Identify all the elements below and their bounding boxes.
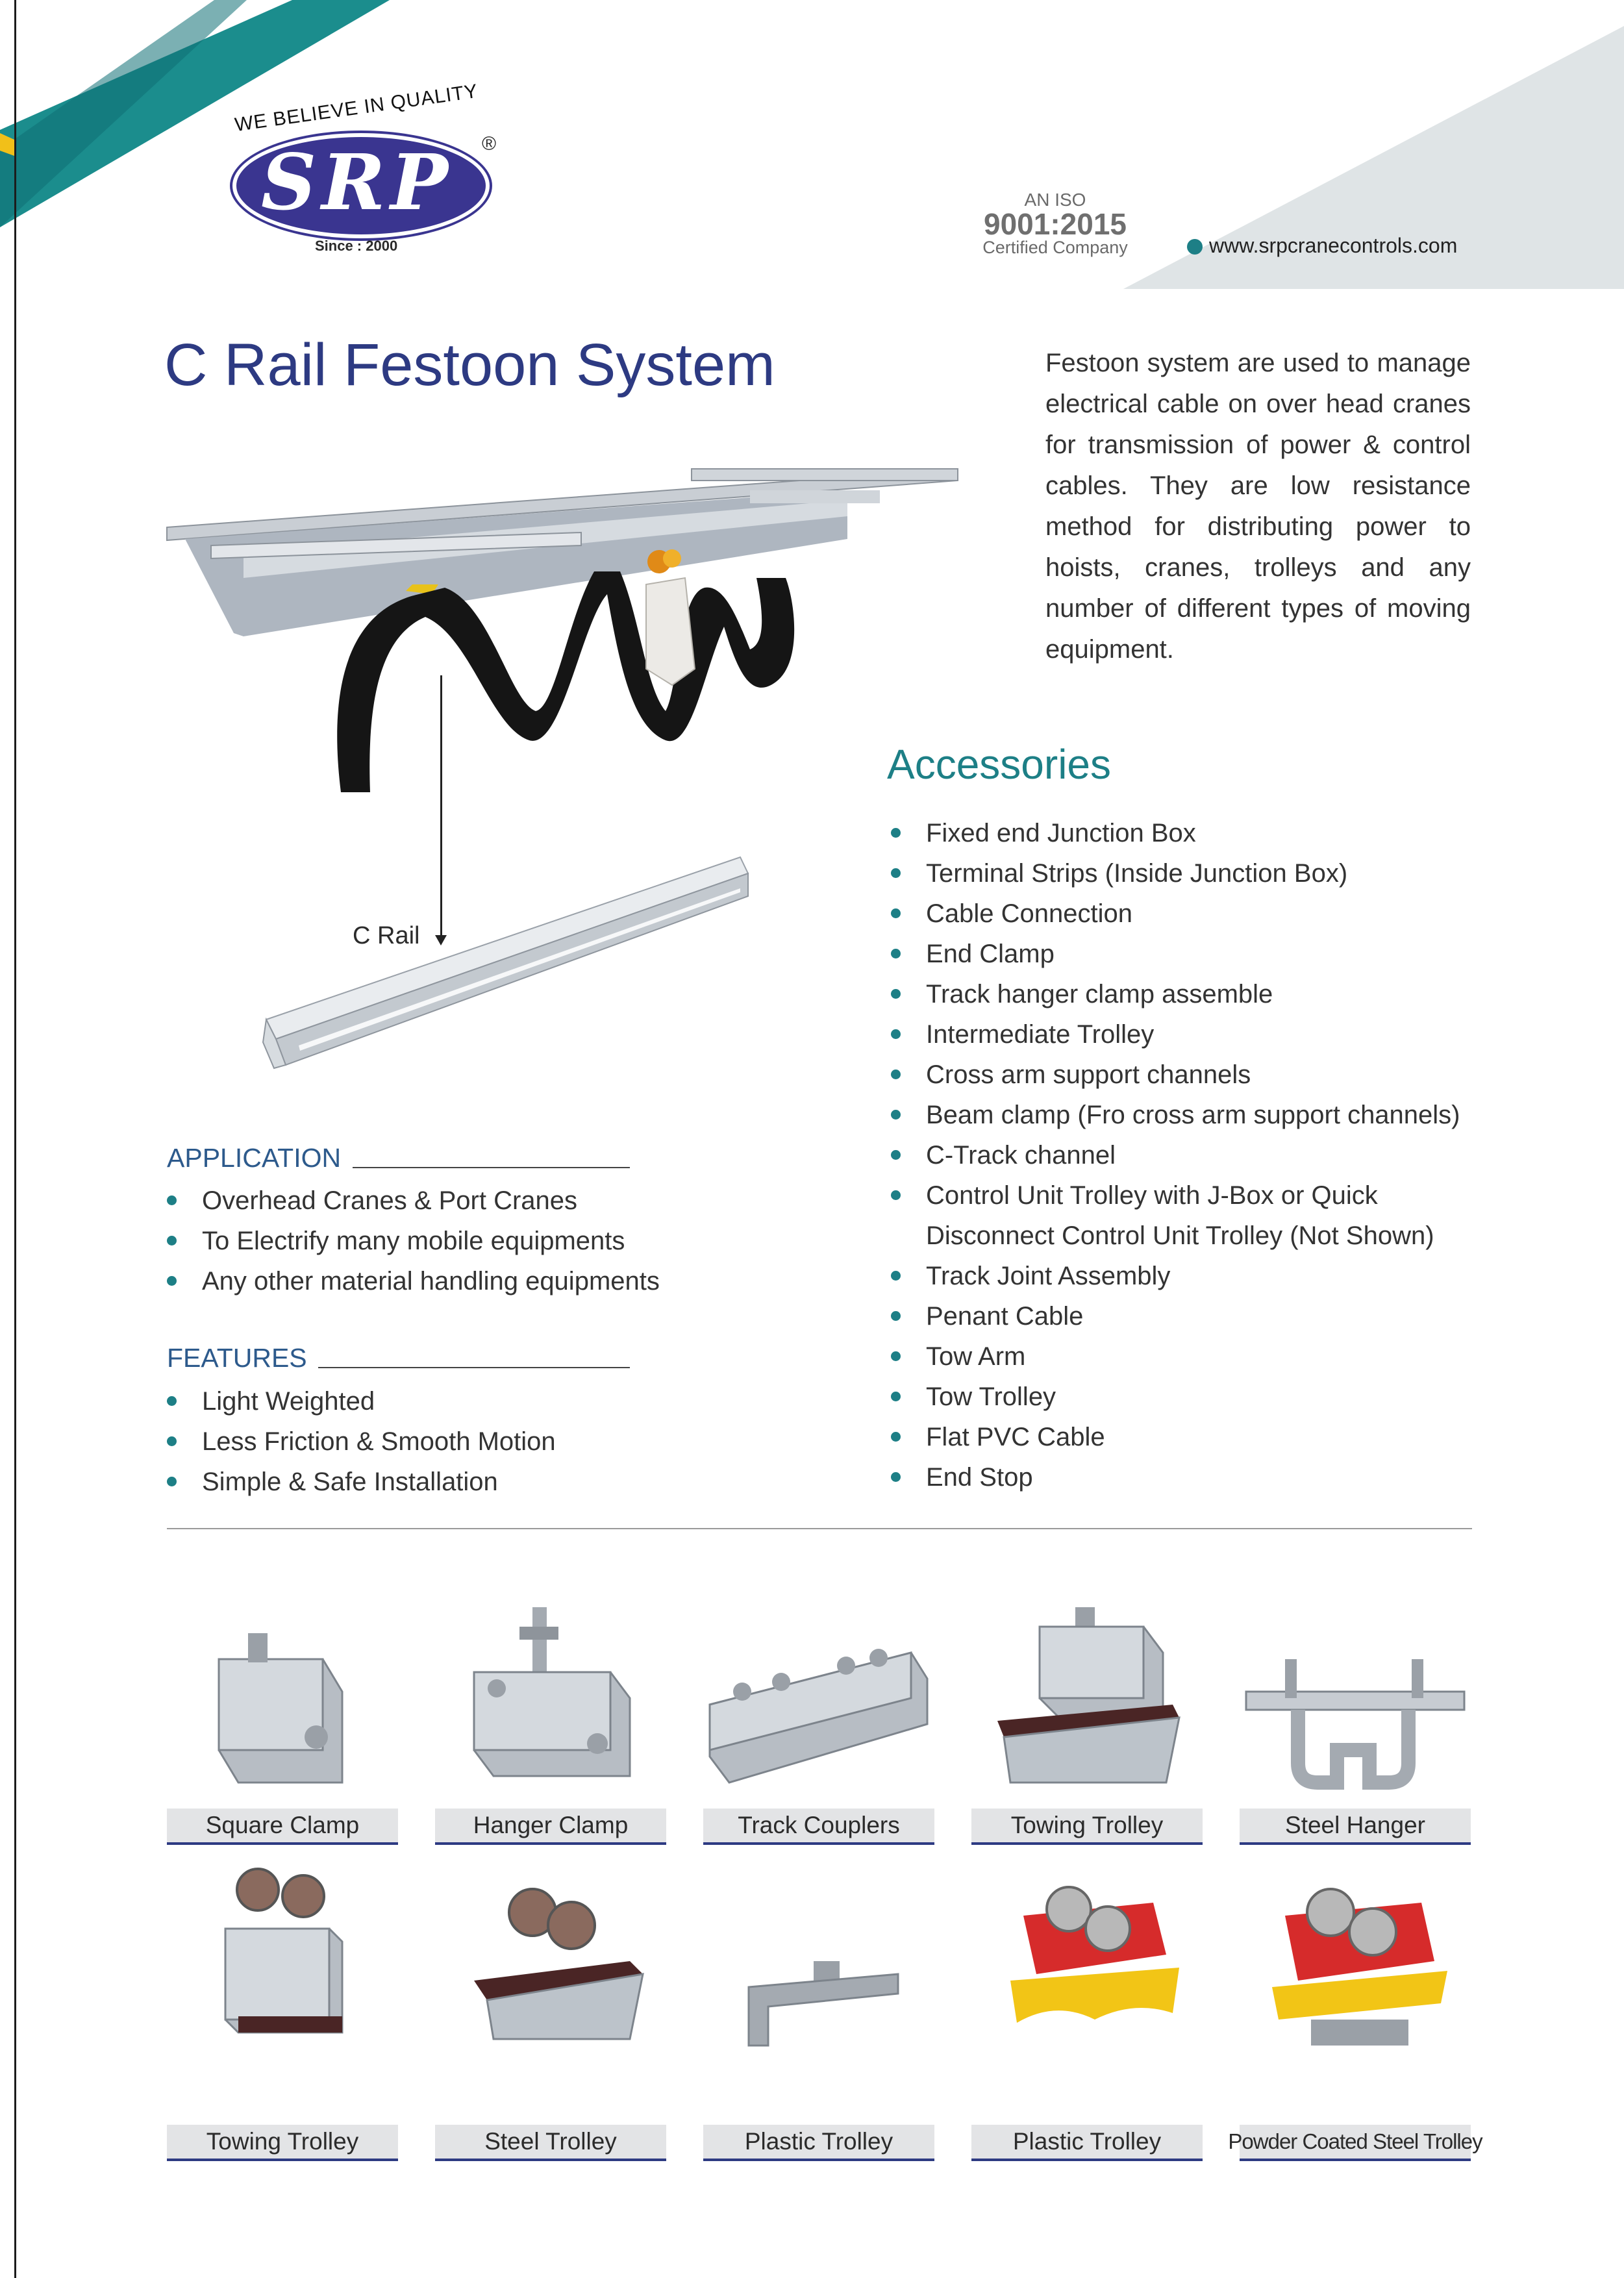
logo: SRP — [260, 136, 453, 227]
c-rail-label: C Rail — [353, 922, 420, 949]
application-rule — [353, 1167, 630, 1168]
accessories-heading: Accessories — [887, 741, 1111, 788]
product-caption: Towing Trolley — [167, 2125, 398, 2161]
features-list: Light Weighted Less Friction & Smooth Mo… — [167, 1381, 556, 1502]
bullet-icon — [891, 1029, 901, 1039]
list-item: Track Joint Assembly — [891, 1256, 1460, 1296]
bullet-icon — [891, 1110, 901, 1120]
list-item: Fixed end Junction Box — [891, 813, 1460, 853]
list-item: Any other material handling equipments — [167, 1261, 660, 1301]
product-caption: Steel Trolley — [435, 2125, 666, 2161]
bullet-icon — [891, 1070, 901, 1079]
track-coupler-image — [703, 1607, 934, 1802]
website-link[interactable]: www.srpcranecontrols.com — [1209, 234, 1458, 257]
square-clamp-image — [167, 1607, 398, 1802]
bullet-icon — [891, 1190, 901, 1200]
list-item: Tow Trolley — [891, 1377, 1460, 1417]
towing-trolley-wheels-image — [167, 1864, 398, 2059]
bullet-icon — [891, 1351, 901, 1361]
iso-prefix: AN ISO — [1024, 190, 1086, 210]
list-item: Cross arm support channels — [891, 1055, 1460, 1095]
bullet-icon — [891, 949, 901, 958]
bullet-icon — [891, 1271, 901, 1281]
powder-coated-trolley-image — [1240, 1864, 1471, 2059]
list-item: Cable Connection — [891, 894, 1460, 934]
bullet-icon — [891, 1392, 901, 1401]
iso-certified: Certified Company — [982, 238, 1128, 257]
bullet-icon — [891, 1472, 901, 1482]
product-caption: Towing Trolley — [971, 1809, 1203, 1845]
bullet-icon — [167, 1276, 177, 1286]
bullet-icon — [891, 1311, 901, 1321]
features-heading: FEATURES — [167, 1343, 307, 1373]
list-item: Track hanger clamp assemble — [891, 974, 1460, 1014]
application-heading: APPLICATION — [167, 1143, 342, 1173]
page-title: C Rail Festoon System — [164, 332, 775, 398]
list-item: C-Track channel — [891, 1135, 1460, 1175]
logo-oval — [232, 133, 490, 238]
corner-decoration — [0, 0, 1624, 289]
list-item-continuation: Disconnect Control Unit Trolley (Not Sho… — [926, 1221, 1434, 1250]
list-item: Penant Cable — [891, 1296, 1460, 1336]
bullet-icon — [891, 989, 901, 999]
steel-trolley-image — [435, 1864, 666, 2059]
product-caption: Plastic Trolley — [703, 2125, 934, 2161]
bullet-icon — [891, 1150, 901, 1160]
list-item: Less Friction & Smooth Motion — [167, 1421, 556, 1462]
list-item: Flat PVC Cable — [891, 1417, 1460, 1457]
left-margin-line — [14, 0, 16, 2278]
bullet-icon — [891, 828, 901, 838]
accessories-list: Fixed end Junction Box Terminal Strips (… — [891, 813, 1460, 1497]
list-item: Simple & Safe Installation — [167, 1462, 556, 1502]
product-caption: Square Clamp — [167, 1809, 398, 1845]
list-item: Beam clamp (Fro cross arm support channe… — [891, 1095, 1460, 1135]
bullet-icon — [167, 1236, 177, 1245]
bullet-icon — [167, 1396, 177, 1406]
list-item: Light Weighted — [167, 1381, 556, 1421]
list-item: To Electrify many mobile equipments — [167, 1221, 660, 1261]
c-rail-arrowhead — [435, 935, 447, 945]
festoon-system-image — [166, 468, 958, 792]
list-item: Terminal Strips (Inside Junction Box) — [891, 853, 1460, 894]
product-caption: Hanger Clamp — [435, 1809, 666, 1845]
intro-paragraph: Festoon system are used to manage electr… — [1045, 349, 1471, 664]
c-rail-image — [262, 856, 749, 1070]
product-caption: Powder Coated Steel Trolley — [1228, 2125, 1483, 2161]
plastic-trolley-bracket-image — [703, 1864, 934, 2059]
list-item: Tow Arm — [891, 1336, 1460, 1377]
product-caption: Steel Hanger — [1240, 1809, 1471, 1845]
list-item: End Clamp — [891, 934, 1460, 974]
bullet-icon — [891, 868, 901, 878]
list-item: Control Unit Trolley with J-Box or Quick — [891, 1175, 1460, 1216]
list-item: Overhead Cranes & Port Cranes — [167, 1181, 660, 1221]
application-list: Overhead Cranes & Port Cranes To Electri… — [167, 1181, 660, 1301]
bullet-icon — [891, 908, 901, 918]
iso-number: 9001:2015 — [984, 207, 1127, 241]
section-divider — [167, 1528, 1472, 1529]
product-caption: Track Couplers — [703, 1809, 934, 1845]
globe-icon — [1187, 239, 1203, 255]
features-rule — [318, 1367, 630, 1368]
registered-mark: ® — [482, 133, 497, 155]
hanger-clamp-image — [435, 1607, 666, 1802]
towing-trolley-image — [971, 1607, 1203, 1802]
bullet-icon — [167, 1436, 177, 1446]
bullet-icon — [167, 1195, 177, 1205]
bullet-icon — [891, 1432, 901, 1442]
list-item: Intermediate Trolley — [891, 1014, 1460, 1055]
c-rail-pointer — [440, 675, 442, 940]
steel-hanger-image — [1240, 1607, 1471, 1802]
logo-since: Since : 2000 — [315, 238, 398, 254]
bullet-icon — [167, 1477, 177, 1486]
plastic-trolley-red-image — [971, 1864, 1203, 2059]
product-caption: Plastic Trolley — [971, 2125, 1203, 2161]
list-item: End Stop — [891, 1457, 1460, 1497]
